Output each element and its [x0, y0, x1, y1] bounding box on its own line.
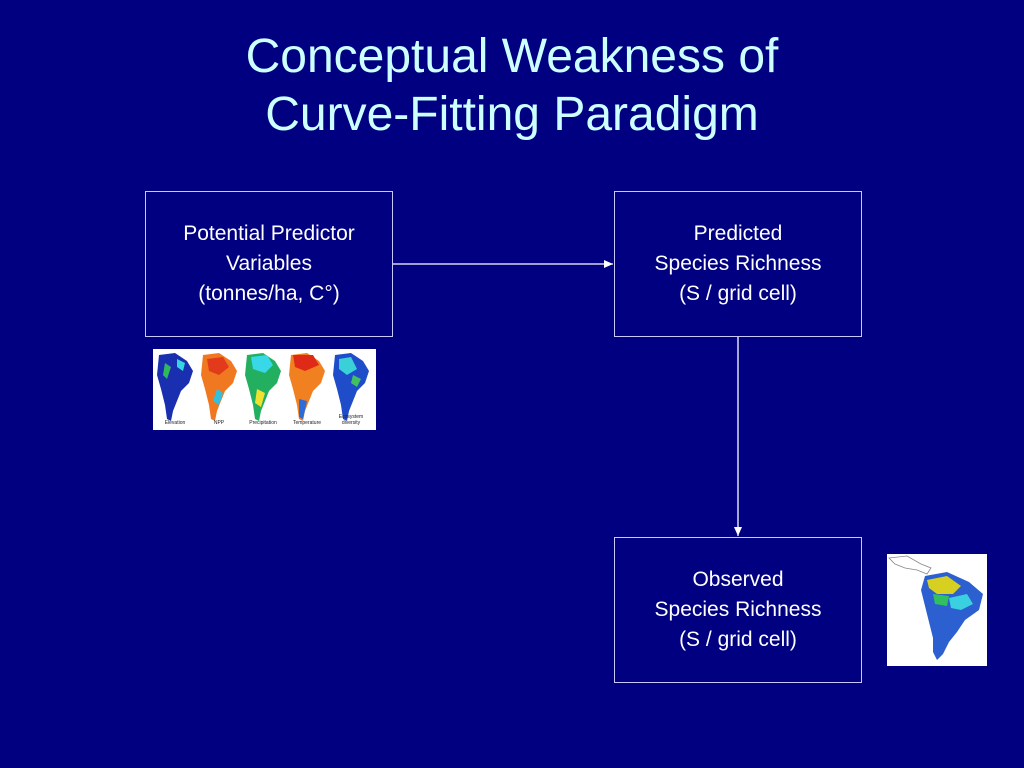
box-line: Species Richness — [654, 598, 822, 621]
map-label: Ecosystem diversity — [338, 414, 364, 426]
box-line: (tonnes/ha, C°) — [198, 282, 340, 305]
slide-title: Conceptual Weakness of Curve-Fitting Par… — [0, 28, 1024, 144]
box-line: Species Richness — [654, 252, 822, 275]
ecosystem-diversity-map: Ecosystem diversity — [329, 349, 373, 430]
map-label: Precipitation — [249, 420, 277, 426]
observed-richness-box: Observed Species Richness (S / grid cell… — [614, 537, 862, 683]
box-line: Predicted — [693, 222, 783, 245]
box-line: (S / grid cell) — [679, 282, 797, 305]
box-line: (S / grid cell) — [679, 628, 797, 651]
observed-richness-map-image — [887, 554, 987, 666]
map-label: Elevation — [164, 420, 186, 426]
predicted-richness-box: Predicted Species Richness (S / grid cel… — [614, 191, 862, 337]
temperature-map: Temperature — [285, 349, 329, 430]
box-line: Observed — [692, 568, 784, 591]
map-label: Temperature — [292, 420, 322, 426]
precipitation-map: Precipitation — [241, 349, 285, 430]
title-line-2: Curve-Fitting Paradigm — [265, 88, 759, 141]
predictor-maps-image: Elevation NPP Precipitation Temperature — [153, 349, 376, 430]
map-label: NPP — [213, 420, 225, 426]
title-line-1: Conceptual Weakness of — [245, 30, 779, 83]
npp-map: NPP — [197, 349, 241, 430]
elevation-map: Elevation — [153, 349, 197, 430]
box-line: Variables — [226, 252, 312, 275]
predictor-variables-box: Potential Predictor Variables (tonnes/ha… — [145, 191, 393, 337]
box-line: Potential Predictor — [183, 222, 355, 245]
